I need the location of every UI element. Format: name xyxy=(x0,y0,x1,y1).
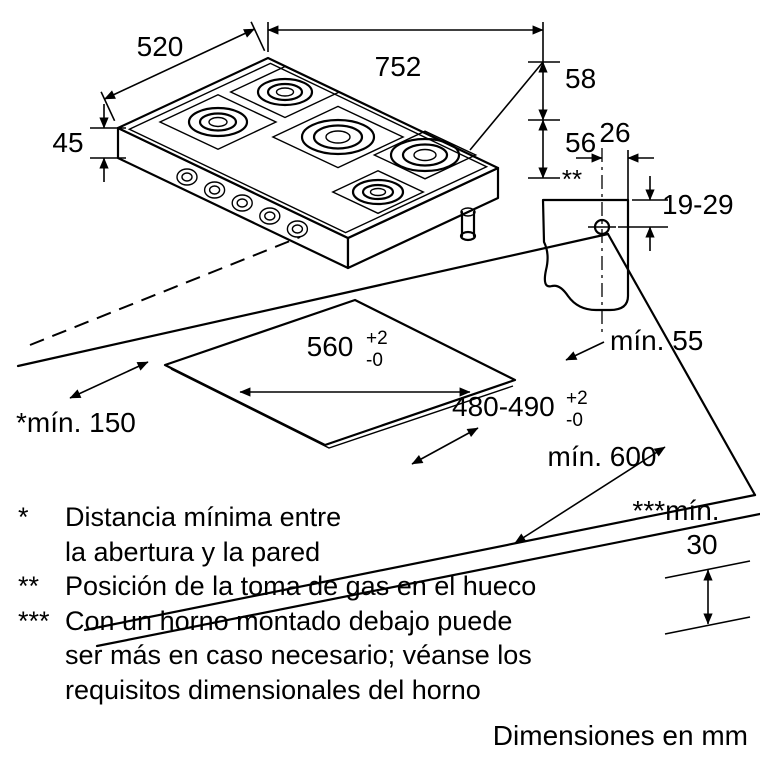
burner-front xyxy=(331,170,425,215)
footnote-oven-below: *** Con un horno montado debajo puede se… xyxy=(18,604,738,708)
dim-width-label: 752 xyxy=(375,51,422,82)
dim-cutout-depth-label: 480-490 xyxy=(452,391,555,422)
footnote-line: ser más en caso necesario; véanse los xyxy=(65,640,532,670)
footnote-text: Con un horno montado debajo puede ser má… xyxy=(65,604,738,708)
cutout-opening xyxy=(163,298,517,447)
footnote-text: Posición de la toma de gas en el hueco xyxy=(65,569,738,604)
cutout-thickness xyxy=(170,368,514,449)
dim-cutout-width-tol-minus: -0 xyxy=(366,350,383,371)
dim-cutout-depth-tol-minus: -0 xyxy=(566,410,583,431)
footnote-marker: * xyxy=(18,502,29,532)
burner-left xyxy=(158,94,278,150)
dim-height-label: 45 xyxy=(52,127,83,158)
dim-gas-56-label: 56 xyxy=(565,127,596,158)
burner-right xyxy=(372,130,478,180)
footnote-marker: ** xyxy=(18,571,40,601)
wall-line xyxy=(29,236,301,346)
footnote-gas-position: ** Posición de la toma de gas en el huec… xyxy=(18,569,738,604)
dim-min-clearance-value: 30 xyxy=(686,529,717,560)
footnotes: * Distancia mínima entre la abertura y l… xyxy=(18,500,738,707)
footnote-text: Distancia mínima entre la abertura y la … xyxy=(65,500,738,569)
hob-dimensions: 752 520 45 58 56 xyxy=(52,21,596,182)
dim-gas-26-label: 26 xyxy=(599,117,630,148)
hob-edge-profile xyxy=(541,198,630,312)
hob-top-rim xyxy=(127,62,489,234)
footnote-min-wall: * Distancia mínima entre la abertura y l… xyxy=(18,500,738,569)
gas-cross-section: 26 ** 19-29 xyxy=(541,117,734,332)
worktop-right-edge xyxy=(606,232,757,497)
footnote-line: Con un horno montado debajo puede xyxy=(65,605,513,636)
dim-depth-label: 520 xyxy=(137,31,184,62)
footnote-line: requisitos dimensionales del horno xyxy=(65,674,481,705)
dim-gas-19-29-label: 19-29 xyxy=(662,189,734,220)
dim-cutout-width-label: 560 xyxy=(307,331,354,362)
gas-position-marker: ** xyxy=(562,164,582,194)
dim-min-wall-label: *mín. 150 xyxy=(16,407,136,438)
dim-min-rear-label: mín. 55 xyxy=(610,325,703,356)
units-note: Dimensiones en mm xyxy=(492,720,748,751)
footnote-line: Posición de la toma de gas en el hueco xyxy=(65,571,537,601)
dim-min-depth-label: mín. 600 xyxy=(548,441,657,472)
dim-min-clearance-label: ***mín. xyxy=(632,495,719,526)
hob-drawing xyxy=(116,56,500,270)
dim-gas-58-label: 58 xyxy=(565,63,596,94)
control-knobs xyxy=(176,168,309,238)
footnote-line: la abertura y la pared xyxy=(65,536,321,567)
worktop-rear-edge xyxy=(16,232,610,368)
gas-fitting xyxy=(459,207,477,242)
burner-center xyxy=(271,105,405,169)
dim-cutout-width-tol-plus: +2 xyxy=(366,328,388,349)
worktop-dimensions: 560 +2 -0 480-490 +2 -0 *mín. 150 mín. 5… xyxy=(16,325,751,635)
dim-cutout-depth-tol-plus: +2 xyxy=(566,388,588,409)
footnote-marker: *** xyxy=(18,605,50,636)
footnote-line: Distancia mínima entre xyxy=(65,502,342,532)
